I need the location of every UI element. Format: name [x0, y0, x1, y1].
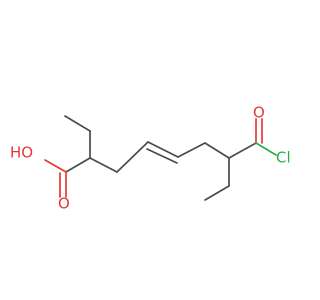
bond-alpha-to-ch2-left	[89, 157, 118, 173]
bond-alpha-to-acid-carbon	[65, 157, 91, 173]
bond-acyl-chlorine	[255, 142, 277, 156]
hydroxyl-label: HO	[10, 144, 33, 162]
bond-right-ethyl-terminal	[204, 185, 230, 201]
acyl-oxygen-label: O	[253, 104, 265, 122]
bond-acid-hydroxyl	[44, 159, 67, 173]
bond-alkene-single	[147, 141, 179, 158]
bond-alkene-to-ch2-right	[177, 142, 206, 158]
bond-alpha-to-acyl-carbon	[228, 142, 257, 159]
molecule-canvas: HO O O Cl	[10, 104, 291, 213]
bond-ch2-right-to-alpha	[204, 142, 230, 159]
bond-ch2-left-to-alkene	[116, 141, 149, 173]
bond-alkene-double	[146, 148, 178, 164]
bond-left-ethyl-terminal	[64, 115, 91, 132]
molecule-structure: HO O O Cl	[10, 104, 291, 213]
chlorine-label: Cl	[276, 149, 291, 167]
acid-oxygen-label: O	[58, 195, 70, 213]
